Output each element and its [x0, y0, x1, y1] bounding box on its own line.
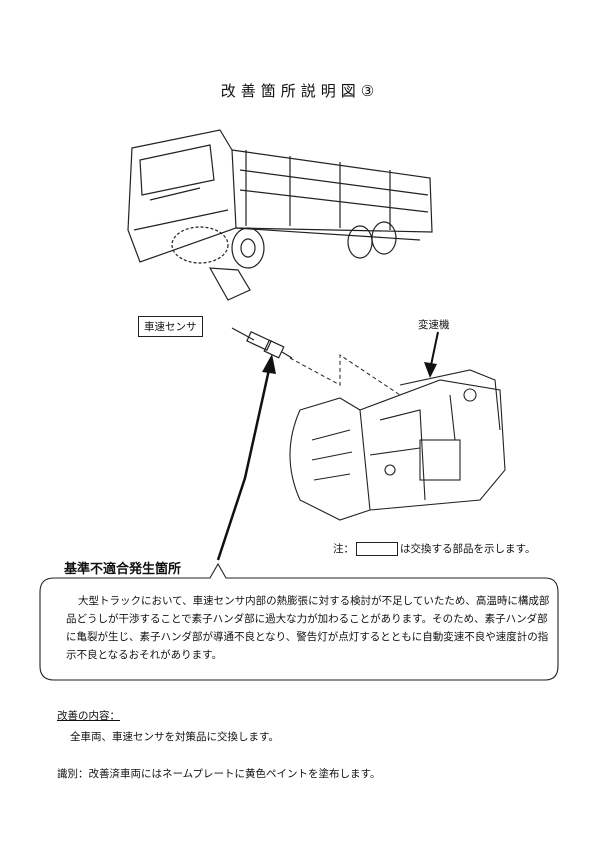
transmission-arrow [424, 331, 439, 378]
note-prefix: 注： [333, 543, 354, 555]
transmission-label: 変速機 [418, 319, 450, 331]
page-title: 改善箇所説明図③ [220, 82, 380, 100]
truck-illustration [127, 129, 433, 301]
speed-sensor-drawing [231, 327, 293, 359]
sensor-label: 車速センサ [138, 316, 203, 337]
note-legend-box [356, 542, 398, 556]
defect-location-label: 基準不適合発生箇所 [64, 562, 182, 577]
description-text: 大型トラックにおいて、車速センサ内部の熱膨張に対する検討が不足していたため、高温… [66, 595, 550, 661]
identification-text: 識別：改善済車両にはネームプレートに黄色ペイントを塗布します。 [57, 768, 381, 780]
transmission-drawing [289, 369, 506, 521]
note-suffix: は交換する部品を示します。 [400, 543, 536, 555]
connection-line [289, 354, 401, 396]
defect-arrow [216, 354, 276, 561]
description-callout [39, 562, 559, 681]
improvement-text: 全車両、車速センサを対策品に交換します。 [70, 731, 279, 743]
note-line: 注： は交換する部品を示します。 [333, 541, 535, 556]
improvement-heading: 改善の内容： [57, 710, 120, 722]
